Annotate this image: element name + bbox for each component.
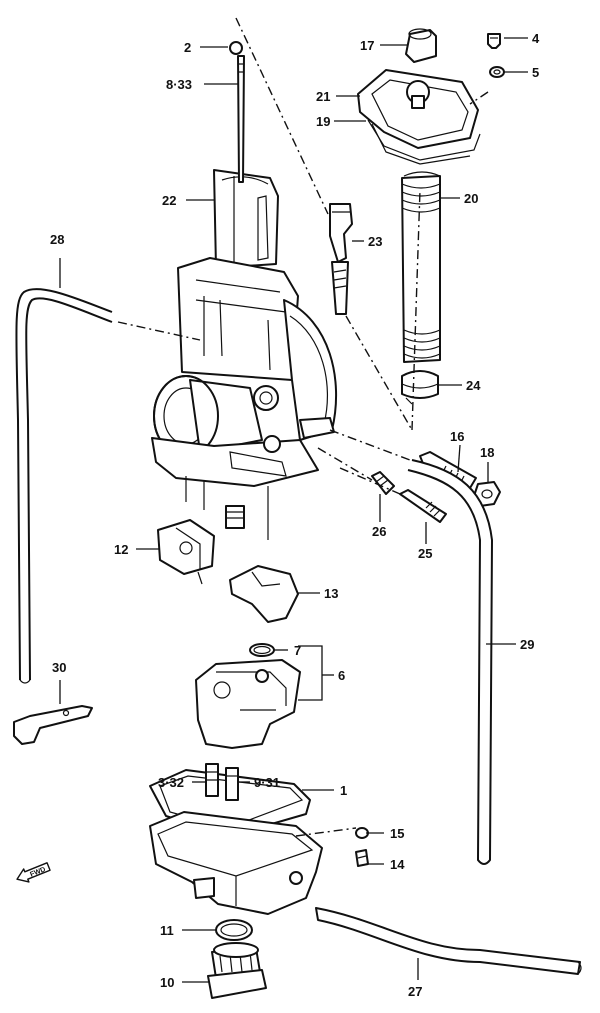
- label-17: 17: [360, 38, 374, 53]
- label-24: 24: [466, 378, 481, 393]
- label-11: 11: [160, 923, 174, 938]
- label-12: 12: [114, 542, 128, 557]
- float-bowl: [149, 811, 323, 915]
- label-19: 19: [316, 114, 330, 129]
- part-labels: 2 8·33 22 28 17 4 5 21 19 20 23 24 16 18…: [50, 31, 540, 999]
- screw-23: [329, 203, 353, 315]
- label-29: 29: [520, 637, 534, 652]
- label-8-33: 8·33: [166, 77, 192, 92]
- label-2: 2: [184, 40, 191, 55]
- label-28: 28: [50, 232, 64, 247]
- label-18: 18: [480, 445, 494, 460]
- screw-14: [355, 849, 369, 867]
- float-arm-6: [195, 659, 301, 749]
- cable-adjuster-20: [401, 171, 441, 363]
- screw-4: [487, 33, 501, 49]
- label-23: 23: [368, 234, 382, 249]
- o-ring-11: [215, 919, 253, 941]
- starter-valve-12: [157, 519, 215, 585]
- cap-17: [405, 28, 437, 63]
- assembly-lines: [117, 17, 489, 837]
- label-13: 13: [324, 586, 338, 601]
- label-30: 30: [52, 660, 66, 675]
- jet-3-32: [205, 763, 219, 797]
- label-14: 14: [390, 857, 405, 872]
- hose-28: [15, 288, 113, 684]
- label-27: 27: [408, 984, 422, 999]
- cap-21: [357, 69, 479, 149]
- label-26: 26: [372, 524, 386, 539]
- label-20: 20: [464, 191, 478, 206]
- gasket-19: [367, 119, 481, 165]
- needle-8-33: [237, 55, 245, 183]
- label-16: 16: [450, 429, 464, 444]
- o-ring-7: [249, 643, 275, 657]
- spring-24: [401, 370, 439, 405]
- clip-2: [229, 41, 243, 55]
- label-7: 7: [294, 643, 301, 658]
- label-22: 22: [162, 193, 176, 208]
- hose-27: [315, 907, 582, 975]
- label-1: 1: [340, 783, 347, 798]
- label-15: 15: [390, 826, 404, 841]
- label-10: 10: [160, 975, 174, 990]
- drain-plug-10: [207, 942, 267, 999]
- float-13: [229, 565, 299, 623]
- washer-5: [489, 66, 505, 78]
- label-21: 21: [316, 89, 330, 104]
- carburetor-body: [151, 169, 338, 540]
- fwd-label: FWD: [29, 866, 46, 878]
- label-9-31: 9·31: [254, 775, 280, 790]
- label-25: 25: [418, 546, 432, 561]
- label-6: 6: [338, 668, 345, 683]
- forward-arrow-icon: FWD: [16, 862, 51, 883]
- label-3-32: 3·32: [158, 775, 184, 790]
- jet-9-31: [225, 767, 239, 801]
- label-5: 5: [532, 65, 539, 80]
- leader-lines: [59, 37, 528, 983]
- hose-29: [407, 459, 493, 865]
- bracket-30: [13, 705, 93, 745]
- label-4: 4: [532, 31, 540, 46]
- air-screw-25: [399, 489, 447, 523]
